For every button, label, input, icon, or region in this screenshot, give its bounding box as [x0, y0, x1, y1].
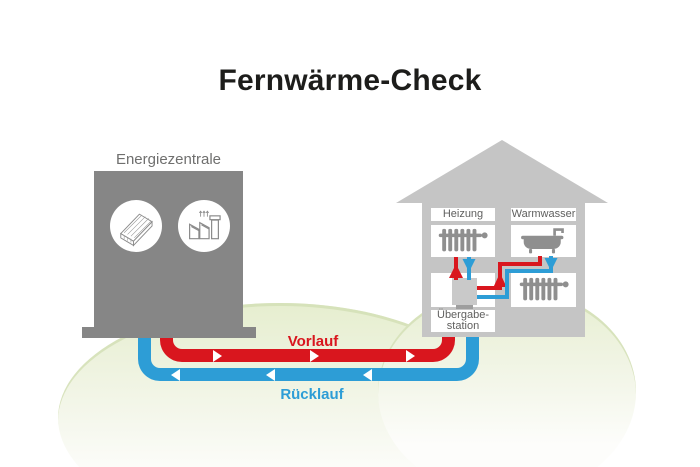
- transfer-station-label-line1: Übergabe-: [437, 309, 489, 321]
- return-pipe: [138, 328, 479, 381]
- transfer-station-unit-base: [456, 305, 473, 309]
- return-down-arrow-icon: [462, 259, 476, 272]
- supply-up-arrow-icon: [449, 264, 463, 278]
- plant-label: Energiezentrale: [115, 151, 222, 168]
- return-pipe-label: Rücklauf: [280, 386, 344, 403]
- heating-label: Heizung: [442, 208, 484, 220]
- heating-radiator-box: [431, 225, 495, 257]
- hot-water-tub-box: [511, 225, 576, 257]
- radiator-icon: [438, 228, 488, 252]
- supply-flow-arrow-icon: [310, 350, 319, 362]
- heating-label-box: Heizung: [431, 208, 495, 221]
- factory-icon: [178, 200, 230, 252]
- return-down-arrow-icon: [544, 258, 558, 271]
- hot-water-label: Warmwasser: [511, 208, 576, 220]
- transfer-station-label-box: Übergabe- station: [431, 310, 495, 332]
- house-roof: [396, 140, 608, 203]
- wood-stack-icon: [110, 200, 162, 252]
- transfer-station-label-line2: station: [446, 320, 480, 332]
- bathtub-icon: [520, 228, 564, 254]
- return-flow-arrow-icon: [266, 369, 275, 381]
- transfer-station-unit: [452, 278, 477, 305]
- supply-flow-arrow-icon: [406, 350, 415, 362]
- return-flow-arrow-icon: [363, 369, 372, 381]
- radiator-icon: [519, 277, 569, 301]
- supply-pipe-label: Vorlauf: [287, 333, 339, 350]
- hot-water-label-box: Warmwasser: [511, 208, 576, 221]
- supply-flow-arrow-icon: [213, 350, 222, 362]
- page-title: Fernwärme-Check: [218, 64, 482, 97]
- plant-building-base: [82, 327, 256, 338]
- plant-building: [94, 171, 243, 327]
- return-flow-arrow-icon: [171, 369, 180, 381]
- supply-up-arrow-icon: [493, 273, 507, 287]
- second-radiator-box: [511, 273, 576, 307]
- house-internal-pipes: [449, 256, 558, 299]
